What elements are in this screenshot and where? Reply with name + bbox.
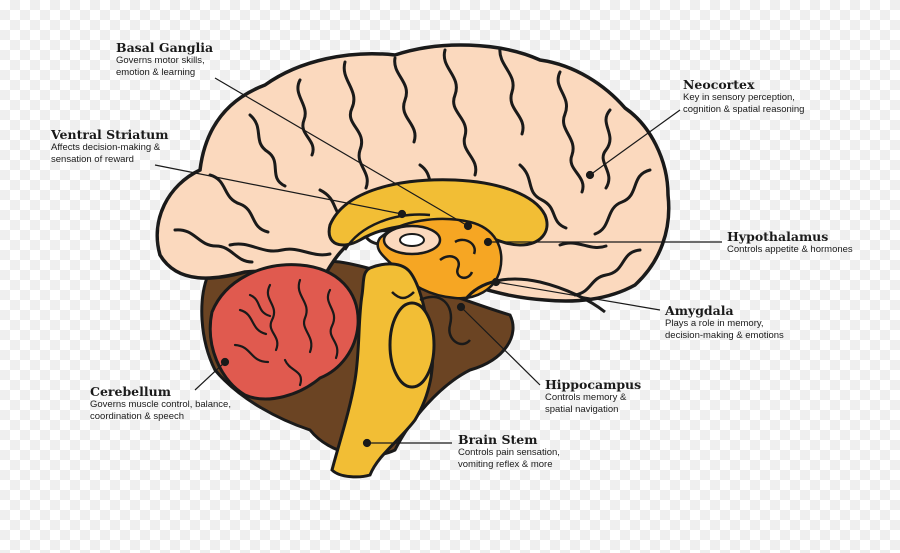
label-amygdala: Amygdala Plays a role in memory, decisio…	[665, 303, 784, 342]
fornix	[343, 213, 431, 251]
hippocampus-title: Hippocampus	[545, 377, 642, 392]
amygdala-title: Amygdala	[665, 303, 734, 318]
basal-ganglia-desc: Governs motor skills, emotion & learning	[116, 55, 205, 78]
cortex-folds	[173, 46, 652, 297]
thalamus-inner	[399, 233, 425, 247]
amygdala-desc: Plays a role in memory, decision-making …	[665, 318, 784, 341]
basal-ganglia-title: Basal Ganglia	[116, 40, 214, 55]
cerebellum-desc: Governs muscle control, balance, coordin…	[90, 399, 231, 422]
label-cerebellum: Cerebellum Governs muscle control, balan…	[90, 384, 231, 423]
amygdala-curve	[463, 277, 606, 314]
neocortex-title: Neocortex	[683, 77, 755, 92]
label-hypothalamus: Hypothalamus Controls appetite & hormone…	[727, 229, 853, 256]
neocortex-desc: Key in sensory perception, cognition & s…	[683, 92, 805, 115]
label-neocortex: Neocortex Key in sensory perception, cog…	[683, 77, 804, 116]
cerebellum-title: Cerebellum	[90, 384, 171, 399]
label-ventral-striatum: Ventral Striatum Affects decision-making…	[51, 127, 168, 166]
pons	[388, 301, 436, 389]
brain-stem-title: Brain Stem	[458, 432, 538, 447]
cerebellum-shape	[208, 263, 360, 401]
hippocampus-shape	[419, 295, 471, 346]
label-hippocampus: Hippocampus Controls memory & spatial na…	[545, 377, 641, 416]
brain-stem-desc: Controls pain sensation, vomiting reflex…	[458, 447, 560, 470]
label-brain-stem: Brain Stem Controls pain sensation, vomi…	[458, 432, 560, 471]
corpus-callosum	[327, 178, 549, 247]
label-basal-ganglia: Basal Ganglia Governs motor skills, emot…	[116, 40, 213, 79]
hypothalamus-shape	[439, 238, 476, 280]
hypothalamus-desc: Controls appetite & hormones	[727, 244, 853, 255]
midbrain-detail	[391, 291, 415, 300]
hypothalamus-title: Hypothalamus	[727, 229, 829, 244]
hippocampus-desc: Controls memory & spatial navigation	[545, 392, 627, 415]
cerebellum-folds	[233, 278, 339, 387]
ventral-striatum-desc: Affects decision-making & sensation of r…	[51, 142, 161, 165]
leader-lines	[154, 77, 722, 448]
ventral-striatum-title: Ventral Striatum	[51, 127, 169, 142]
